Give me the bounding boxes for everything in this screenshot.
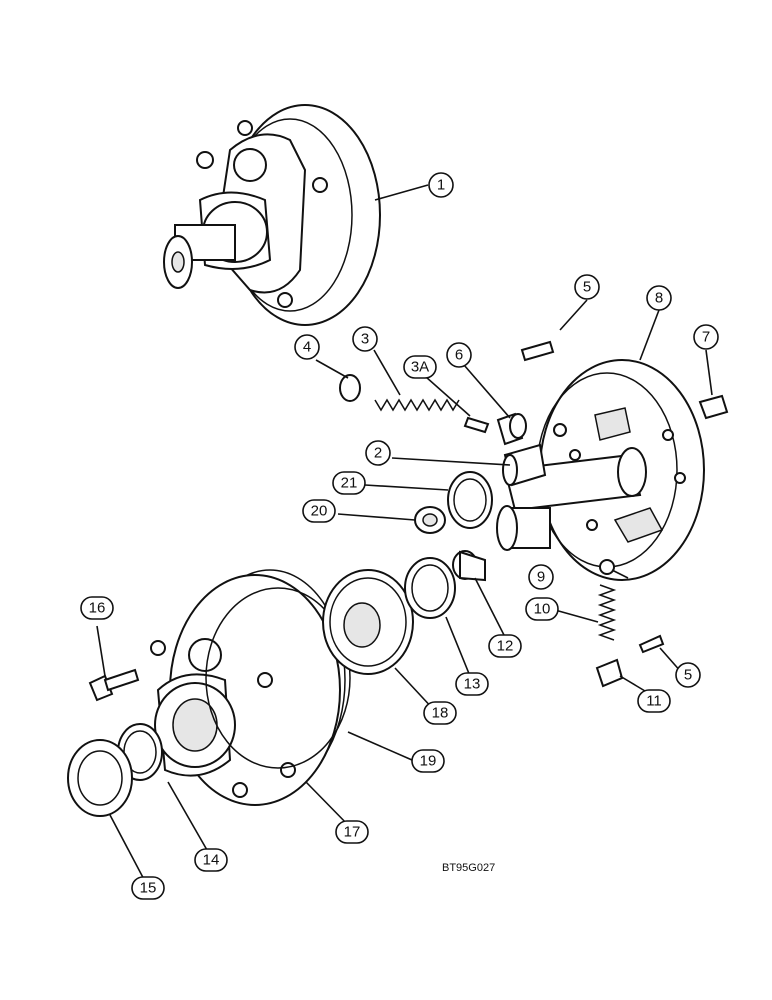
spring-large [374,398,460,412]
svg-text:8: 8 [655,290,663,307]
pump-cover-bottom [150,569,346,806]
svg-text:6: 6 [455,347,463,364]
callout-21: 21 [332,471,366,495]
callout-3a: 3A [403,355,437,379]
callout-8: 8 [646,285,672,311]
svg-text:18: 18 [432,705,449,722]
roll-pin-bottom [638,634,665,654]
svg-text:15: 15 [140,880,157,897]
svg-text:5: 5 [583,279,591,296]
bushing [452,550,486,582]
ball [599,559,615,575]
callout-13: 13 [455,672,489,696]
svg-text:11: 11 [646,693,662,710]
callout-4: 4 [294,334,320,360]
svg-text:4: 4 [303,339,311,356]
callout-20: 20 [302,499,336,523]
callout-17: 17 [335,820,369,844]
leader-lines [96,184,713,888]
callout-11: 11 [637,689,671,713]
callout-5-bottom: 5 [675,662,701,688]
svg-text:3A: 3A [411,359,429,376]
svg-text:20: 20 [311,503,328,520]
callout-14: 14 [194,848,228,872]
figure-code: BT95G027 [442,862,495,874]
callout-16: 16 [80,596,114,620]
roll-pin-top [520,340,555,362]
disc [339,374,361,402]
sleeve [502,443,547,487]
svg-text:5: 5 [684,667,692,684]
seal-ring [404,557,456,619]
svg-text:21: 21 [341,475,358,492]
driven-gear [322,569,414,675]
svg-text:16: 16 [89,600,106,617]
callout-1: 1 [428,172,454,198]
callout-6: 6 [446,342,472,368]
callout-3: 3 [352,326,378,352]
pump-housing-top [163,104,381,326]
plug [698,394,729,420]
svg-text:17: 17 [344,824,361,841]
callout-15: 15 [131,876,165,900]
callout-7: 7 [693,324,719,350]
svg-text:7: 7 [702,329,710,346]
callout-5-top: 5 [574,274,600,300]
needle-bearing [414,506,446,534]
callout-12: 12 [488,634,522,658]
bolt [88,668,140,702]
relief-valve [496,412,527,446]
svg-text:14: 14 [203,852,220,869]
pin-3a [463,416,490,434]
callout-9: 9 [528,564,554,590]
callout-10: 10 [525,597,559,621]
svg-text:9: 9 [537,569,545,586]
spring-small [597,584,617,641]
pump-body-right [496,359,705,581]
oil-seal [67,739,133,817]
callout-18: 18 [423,701,457,725]
o-ring [205,587,351,769]
callout-19: 19 [411,749,445,773]
svg-text:1: 1 [437,177,445,194]
svg-text:19: 19 [420,753,437,770]
drive-gear [447,471,493,529]
svg-text:3: 3 [361,331,369,348]
svg-text:12: 12 [497,638,514,655]
callout-2: 2 [365,440,391,466]
svg-text:10: 10 [534,601,551,618]
svg-text:13: 13 [464,676,481,693]
plug-small [595,658,624,688]
svg-text:2: 2 [374,445,382,462]
